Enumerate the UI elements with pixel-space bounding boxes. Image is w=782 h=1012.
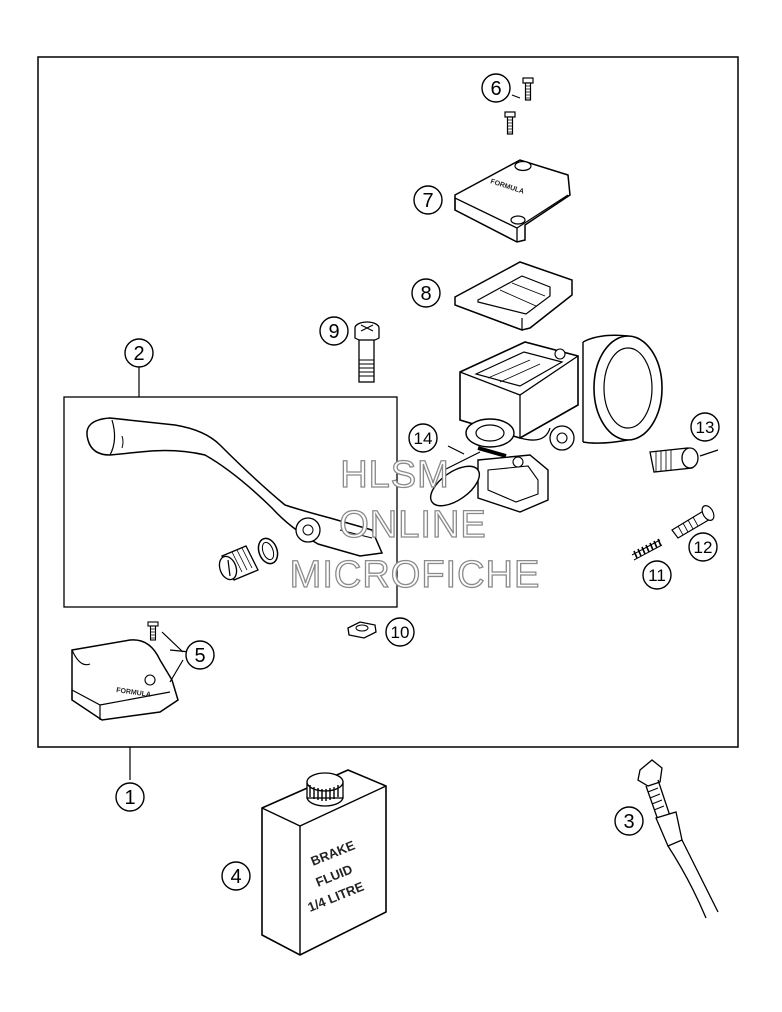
svg-text:13: 13	[696, 418, 715, 437]
callout-4: 4	[221, 861, 251, 891]
svg-text:9: 9	[328, 321, 339, 343]
master-cylinder-body	[429, 334, 663, 513]
part-13-adjuster	[649, 447, 699, 473]
svg-text:12: 12	[694, 538, 713, 557]
part-6-screws	[504, 77, 534, 135]
svg-text:7: 7	[422, 190, 433, 212]
svg-text:14: 14	[414, 429, 433, 448]
svg-text:4: 4	[230, 866, 241, 888]
part-10-nut	[347, 621, 377, 639]
callout-10: 10	[385, 617, 415, 647]
svg-text:11: 11	[648, 566, 666, 585]
callout-2: 2	[124, 338, 154, 368]
part-1-lever-cover: FORMULA	[71, 639, 179, 721]
svg-text:1: 1	[124, 787, 135, 809]
svg-text:6: 6	[490, 78, 501, 100]
svg-text:3: 3	[623, 811, 634, 833]
callout-8: 8	[411, 278, 441, 308]
part-2-brake-lever	[86, 417, 384, 581]
leader-lines	[129, 94, 719, 780]
callout-5: 5	[185, 640, 215, 670]
cover-brand-marking-2: FORMULA	[116, 687, 152, 699]
callout-3: 3	[614, 806, 644, 836]
callout-9: 9	[319, 316, 349, 346]
callout-12: 12	[688, 532, 718, 562]
callout-7: 7	[413, 185, 443, 215]
part-5-cover-screw	[147, 621, 159, 641]
callout-6: 6	[481, 73, 511, 103]
part-12-adjust-screw	[671, 505, 715, 539]
callout-1: 1	[115, 782, 145, 812]
watermark-line-2: ONLINE	[339, 504, 486, 546]
watermark-line-3: MICROFICHE	[290, 554, 541, 596]
callout-11: 11	[642, 560, 672, 590]
part-8-diaphragm	[454, 261, 573, 331]
part-7-reservoir-cover: FORMULA	[454, 159, 571, 243]
part-4-brake-fluid-bottle: BRAKE FLUID 1/4 LITRE	[261, 769, 387, 956]
callout-13: 13	[690, 412, 720, 442]
svg-text:10: 10	[391, 623, 410, 642]
svg-text:2: 2	[133, 343, 144, 365]
watermark: HLSM ONLINE MICROFICHE	[289, 453, 541, 596]
part-3-brake-hose	[637, 759, 719, 919]
lever-subframe	[63, 396, 398, 608]
watermark-line-1: HLSM	[340, 454, 450, 496]
svg-text:8: 8	[420, 283, 431, 305]
callout-14: 14	[408, 423, 438, 453]
svg-text:5: 5	[194, 645, 205, 667]
part-9-pivot-bolt	[354, 321, 380, 383]
part-11-spring	[631, 538, 663, 561]
assembly-frame	[37, 56, 739, 748]
